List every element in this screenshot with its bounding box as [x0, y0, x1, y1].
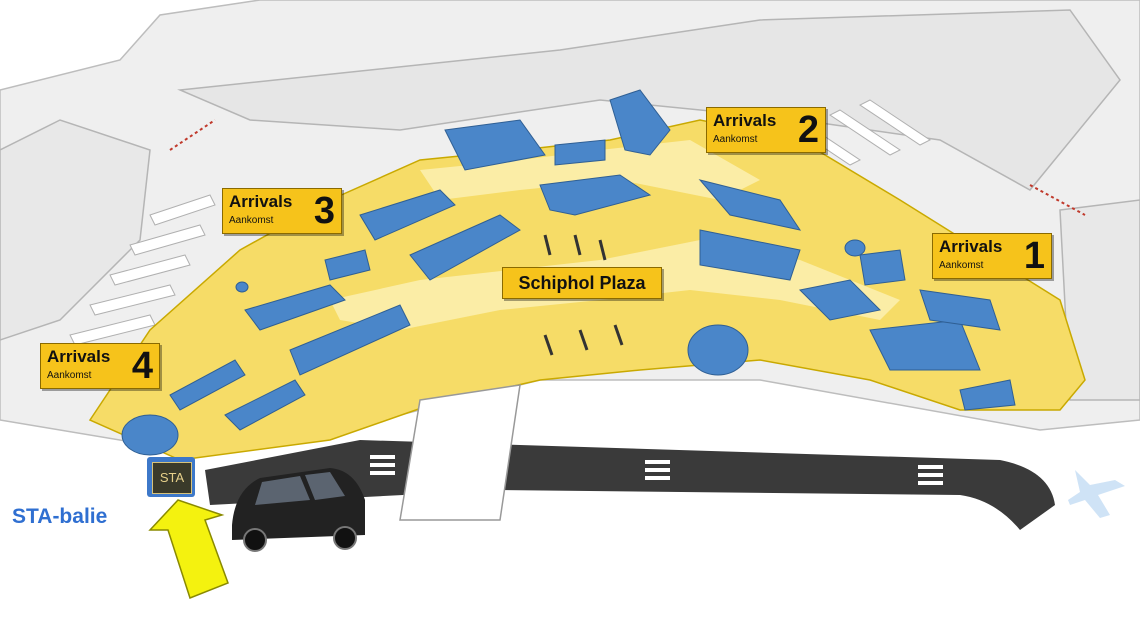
- sta-counter-marker: STA: [147, 457, 195, 497]
- arrivals-title: Arrivals: [713, 111, 777, 130]
- buildings: [121, 89, 1016, 456]
- arrivals-subtitle: Aankomst: [47, 370, 92, 381]
- arrivals-2-label: Arrivals Aankomst 2: [706, 107, 826, 153]
- arrivals-subtitle: Aankomst: [713, 134, 758, 145]
- arrivals-subtitle: Aankomst: [939, 260, 984, 271]
- arrivals-number: 3: [313, 190, 335, 232]
- van-icon: [232, 468, 365, 552]
- sta-badge: STA: [152, 462, 192, 494]
- arrivals-subtitle: Aankomst: [229, 215, 274, 226]
- arrivals-title: Arrivals: [47, 347, 111, 366]
- arrivals-number: 1: [1023, 235, 1045, 277]
- arrivals-4-label: Arrivals Aankomst 4: [40, 343, 160, 389]
- arrivals-3-label: Arrivals Aankomst 3: [222, 188, 342, 234]
- plaza-platforms: [543, 234, 624, 356]
- sta-balie-label: STA-balie: [12, 505, 108, 528]
- airplane-icon: [1068, 470, 1125, 518]
- arrivals-number: 2: [797, 109, 819, 151]
- arrivals-number: 4: [131, 345, 153, 387]
- arrivals-title: Arrivals: [939, 237, 1003, 256]
- arrow-icon: [148, 499, 229, 599]
- arrivals-title: Arrivals: [229, 192, 293, 211]
- arrivals-1-label: Arrivals Aankomst 1: [932, 233, 1052, 279]
- schiphol-plaza-label: Schiphol Plaza: [502, 267, 662, 299]
- access-road: [205, 384, 1055, 530]
